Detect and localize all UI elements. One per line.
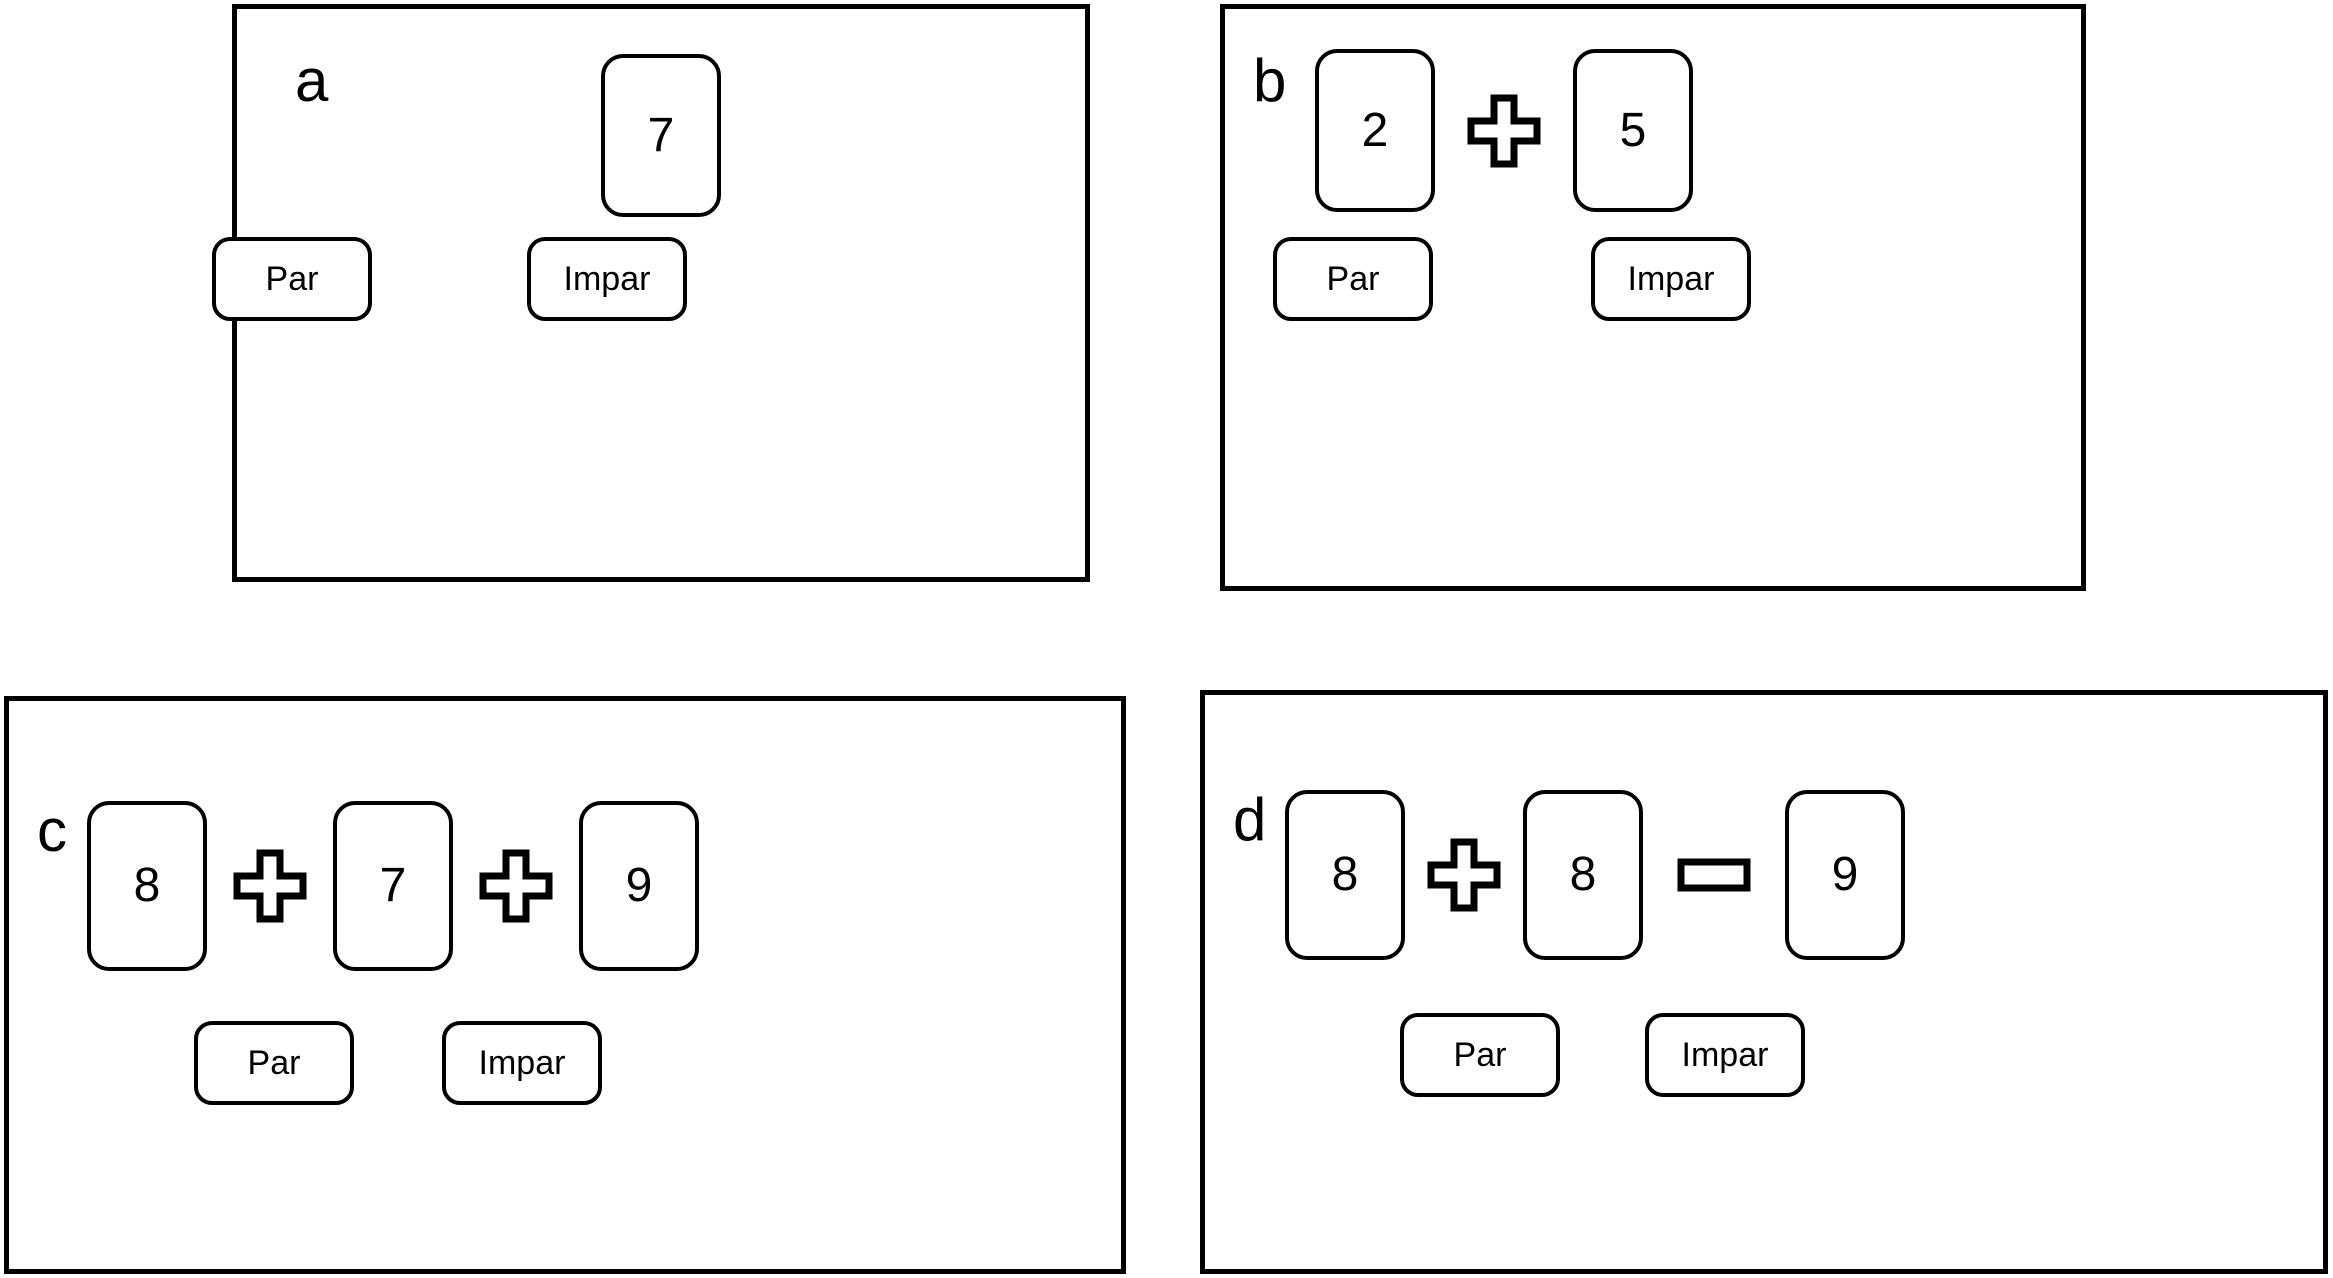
answer-button-area-a: Par Impar: [212, 9, 1085, 577]
expression-row-b: 2 5: [1315, 49, 1693, 212]
plus-icon: [1467, 94, 1541, 168]
number-card[interactable]: 9: [1785, 790, 1905, 960]
panel-label-d: d: [1233, 786, 1267, 853]
number-card[interactable]: 7: [333, 801, 453, 971]
panel-c: c 8 7 9 Par Impar: [4, 696, 1126, 1274]
number-card[interactable]: 8: [1523, 790, 1643, 960]
panel-label-a: a: [295, 47, 329, 114]
number-card[interactable]: 2: [1315, 49, 1435, 212]
panel-d: d 8 8 9 Par Impar: [1200, 690, 2328, 1274]
impar-button[interactable]: Impar: [1645, 1013, 1805, 1097]
plus-icon: [479, 849, 553, 923]
par-button[interactable]: Par: [1273, 237, 1433, 321]
expression-row-d: 8 8 9: [1285, 790, 1905, 960]
panel-b: b 2 5 Par Impar: [1220, 4, 2086, 591]
expression-row-c: 8 7 9: [87, 801, 699, 971]
expression-row-a: 7: [237, 54, 1085, 217]
number-card[interactable]: 8: [87, 801, 207, 971]
impar-button[interactable]: Impar: [527, 237, 687, 321]
number-card[interactable]: 8: [1285, 790, 1405, 960]
panel-label-b: b: [1253, 47, 1287, 114]
plus-icon: [233, 849, 307, 923]
par-button[interactable]: Par: [1400, 1013, 1560, 1097]
answer-button-area-c: Par Impar: [9, 701, 1121, 1269]
minus-icon: [1677, 857, 1751, 893]
impar-button[interactable]: Impar: [1591, 237, 1751, 321]
answer-button-area-d: Par Impar: [1205, 695, 2323, 1269]
answer-button-area-b: Par Impar: [1225, 9, 2081, 586]
panel-label-c: c: [37, 797, 67, 864]
panel-a: a 7 Par Impar: [212, 4, 1090, 582]
number-card[interactable]: 7: [601, 54, 721, 217]
par-button[interactable]: Par: [194, 1021, 354, 1105]
number-card[interactable]: 5: [1573, 49, 1693, 212]
impar-button[interactable]: Impar: [442, 1021, 602, 1105]
plus-icon: [1427, 838, 1501, 912]
number-card[interactable]: 9: [579, 801, 699, 971]
par-button[interactable]: Par: [212, 237, 372, 321]
